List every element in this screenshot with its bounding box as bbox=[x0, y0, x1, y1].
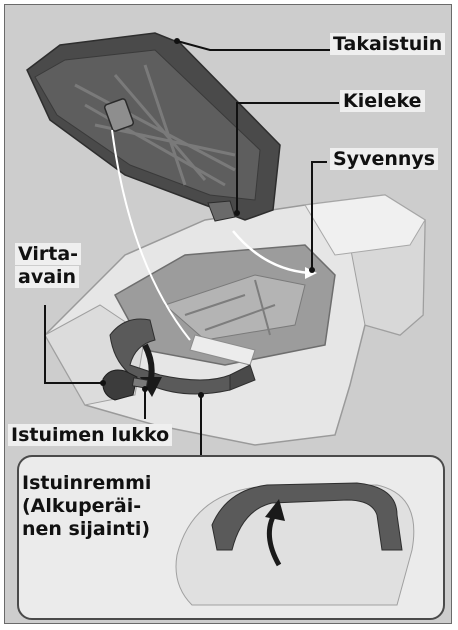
seat-strap-label-line2: (Alkuperäi- bbox=[22, 495, 141, 517]
seat-strap-label-line1: Istuinremmi bbox=[22, 472, 151, 494]
tab-label: Kieleke bbox=[340, 90, 425, 112]
rear-seat-label: Takaistuin bbox=[330, 33, 445, 55]
recess-label: Syvennys bbox=[330, 148, 438, 170]
seat-lock-label: Istuimen lukko bbox=[8, 424, 172, 446]
seat-strap-label-line3: nen sijainti) bbox=[22, 518, 150, 540]
ignition-key-label-line1: Virta- bbox=[15, 243, 81, 265]
ignition-key-label-line2: avain bbox=[15, 266, 79, 288]
key-head bbox=[103, 370, 137, 400]
seat-tab bbox=[208, 201, 235, 221]
